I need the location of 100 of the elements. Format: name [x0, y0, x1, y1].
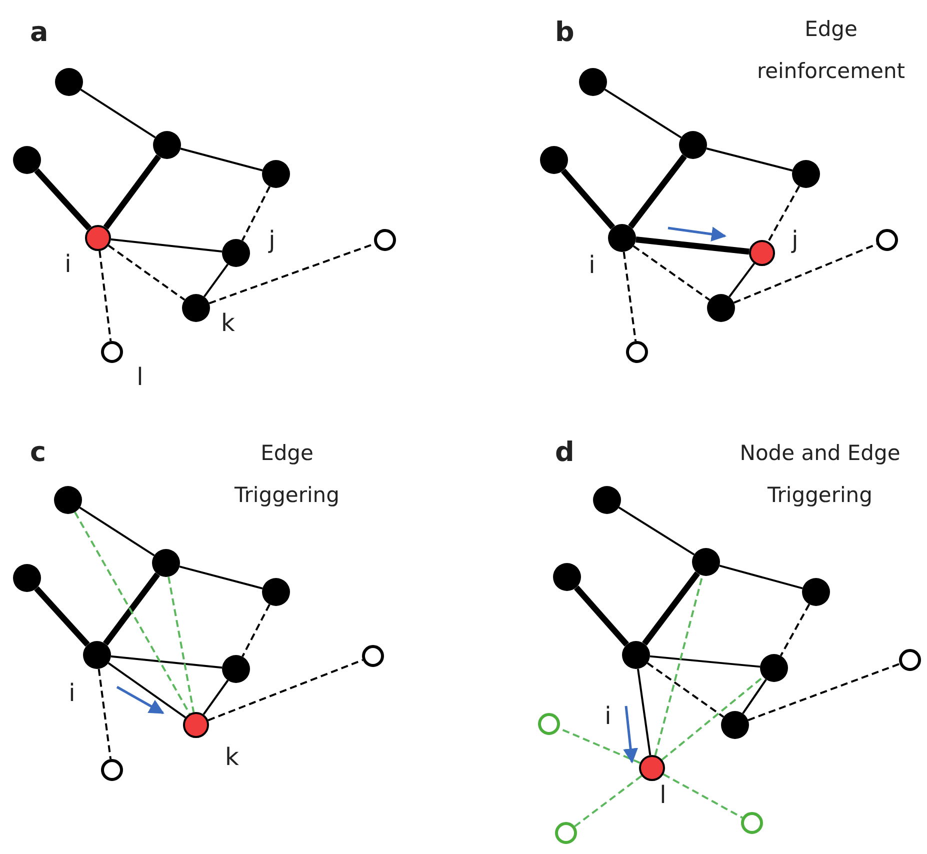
highlighted-node [183, 712, 209, 738]
edge-line [628, 154, 687, 229]
open-node-circle [555, 822, 577, 844]
open-node-circle [362, 645, 384, 667]
node-circle [153, 131, 181, 159]
panel-title: Edge Triggering [234, 440, 340, 509]
highlighted-node [639, 755, 665, 781]
node-circle [692, 548, 720, 576]
panel-letter: d [555, 438, 574, 468]
dashed-edge [168, 576, 195, 712]
node-circle [13, 564, 41, 592]
open-node-circle [899, 649, 921, 671]
dashed-edge [646, 662, 724, 718]
edge-line [636, 236, 750, 255]
edge-line [650, 655, 760, 668]
node-label: l [136, 364, 144, 390]
node-circle [579, 68, 607, 96]
node-label: j [268, 227, 276, 253]
highlighted-node [749, 240, 775, 266]
edge-line [179, 566, 263, 590]
dashed-edge [622, 252, 637, 342]
dashed-edge [780, 604, 810, 656]
node-label: i [588, 252, 596, 278]
node-label: j [792, 227, 798, 253]
node-circle [622, 641, 650, 669]
node-circle [262, 578, 290, 606]
dashed-edge [98, 668, 112, 760]
dashed-edge [108, 244, 186, 301]
dashed-edge [734, 243, 878, 304]
node-circle [792, 160, 820, 188]
open-node-circle [741, 812, 763, 834]
node-circle [182, 294, 210, 322]
node-circle [707, 294, 735, 322]
panel-title: Node and Edge Triggering [738, 440, 902, 509]
edge-line [706, 148, 793, 172]
dashed-edge [242, 604, 270, 658]
node-label: l [660, 782, 666, 808]
node-circle [222, 655, 250, 683]
edge-line [203, 264, 229, 298]
edge-line [719, 564, 803, 590]
node-circle [152, 549, 180, 577]
edge-line [79, 506, 155, 556]
dashed-edge [661, 676, 764, 761]
edge-line [80, 88, 156, 138]
panel-letter: c [30, 438, 46, 468]
dashed-edge [662, 773, 743, 819]
node-circle [54, 486, 82, 514]
node-circle [540, 146, 568, 174]
dashed-edge [767, 186, 800, 242]
edge-line [34, 586, 90, 647]
open-node-circle [876, 229, 898, 251]
node-circle [55, 68, 83, 96]
dashed-edge [74, 512, 190, 714]
dashed-edge [632, 245, 710, 301]
edge-line [742, 678, 767, 714]
node-circle [802, 578, 830, 606]
dashed-edge [208, 659, 364, 722]
open-node-circle [374, 229, 396, 251]
node-circle [222, 239, 250, 267]
node-circle [593, 486, 621, 514]
node-label: k [221, 310, 235, 336]
edge-line [202, 680, 229, 715]
edge-line [103, 154, 162, 230]
panel-letter: a [30, 18, 48, 48]
edge-line [103, 572, 160, 646]
edge-line [604, 88, 682, 138]
edge-line [560, 168, 616, 230]
edge-line [110, 238, 222, 252]
node-circle [262, 160, 290, 188]
edge-line [110, 655, 222, 669]
edge-line [108, 662, 186, 718]
open-node-circle [538, 713, 560, 735]
edge-line [642, 571, 700, 646]
node-label: i [604, 703, 612, 729]
dashed-edge [574, 775, 642, 828]
dashed-edge [654, 575, 704, 756]
node-label: k [225, 744, 239, 770]
open-node-circle [101, 759, 123, 781]
node-circle [83, 641, 111, 669]
edge-line [636, 668, 652, 756]
dashed-edge [98, 250, 112, 342]
edge-line [180, 148, 263, 172]
node-circle [760, 654, 788, 682]
node-circle [608, 224, 636, 252]
panel-letter: b [555, 18, 574, 48]
node-label: i [64, 251, 72, 277]
open-node-circle [101, 341, 123, 363]
node-circle [679, 131, 707, 159]
highlighted-node [85, 225, 111, 251]
edge-line [618, 506, 695, 556]
open-node-circle [626, 341, 648, 363]
node-label: i [68, 680, 76, 706]
node-circle [553, 563, 581, 591]
edge-line [728, 262, 756, 298]
node-circle [721, 711, 749, 739]
edge-line [34, 168, 92, 230]
node-circle [13, 146, 41, 174]
edge-line [574, 586, 629, 646]
dashed-edge [748, 662, 900, 722]
panel-title: Edge reinforcement [756, 16, 906, 85]
